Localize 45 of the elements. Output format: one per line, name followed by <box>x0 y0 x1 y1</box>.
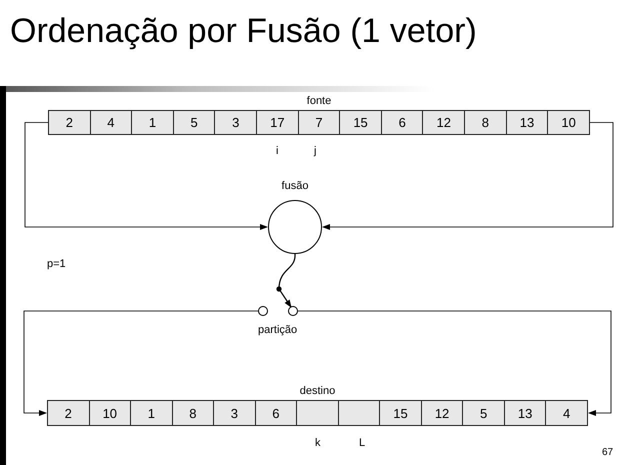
page-number: 67 <box>602 447 614 458</box>
array-cell: 4 <box>546 401 587 425</box>
switch-terminal <box>258 306 268 316</box>
array-cell: 12 <box>422 401 464 425</box>
array-label: fonte <box>306 95 332 107</box>
pointer-label: i <box>276 145 278 157</box>
array-cell: 6 <box>382 111 424 134</box>
array-cell: 7 <box>298 111 340 134</box>
array-cell: 15 <box>340 111 382 134</box>
pointer-label: k <box>315 437 320 449</box>
arrow <box>322 122 614 230</box>
array-cell: 15 <box>380 401 422 425</box>
array-label: destino <box>298 385 336 397</box>
switch-terminal <box>288 306 298 316</box>
arrow <box>298 310 612 416</box>
note: p=1 <box>47 258 66 270</box>
array-cell: 1 <box>132 111 174 134</box>
arrow <box>24 122 268 230</box>
array-strip <box>47 400 588 426</box>
array-cell: 10 <box>90 401 132 425</box>
array-cell: 5 <box>174 111 216 134</box>
array-cell: 10 <box>548 111 589 134</box>
array-cell: 8 <box>172 401 214 425</box>
array-cell: 5 <box>463 401 505 425</box>
array-cell: 2 <box>49 111 91 134</box>
array-cell: 4 <box>90 111 132 134</box>
array-cell: 6 <box>256 401 298 425</box>
pointer-label: L <box>359 437 366 449</box>
merge-circle <box>268 200 322 254</box>
switch-label: partição <box>258 324 298 336</box>
array-cell: 13 <box>506 111 548 134</box>
array-cell: 8 <box>465 111 507 134</box>
array-strip <box>48 110 590 135</box>
arrow <box>24 310 258 416</box>
array-cell: 12 <box>423 111 466 134</box>
array-cell: 13 <box>504 401 546 425</box>
array-cell: 2 <box>48 401 90 425</box>
switch-lever-arrow <box>276 254 296 308</box>
array-cell: 17 <box>257 111 299 134</box>
circle-label: fusão <box>280 180 310 192</box>
pointer-label: j <box>314 145 316 157</box>
slide-title: Ordenação por Fusão (1 vetor) <box>10 12 477 51</box>
array-cell: 3 <box>215 111 258 134</box>
array-cell: 1 <box>131 401 173 425</box>
array-cell: 3 <box>214 401 256 425</box>
